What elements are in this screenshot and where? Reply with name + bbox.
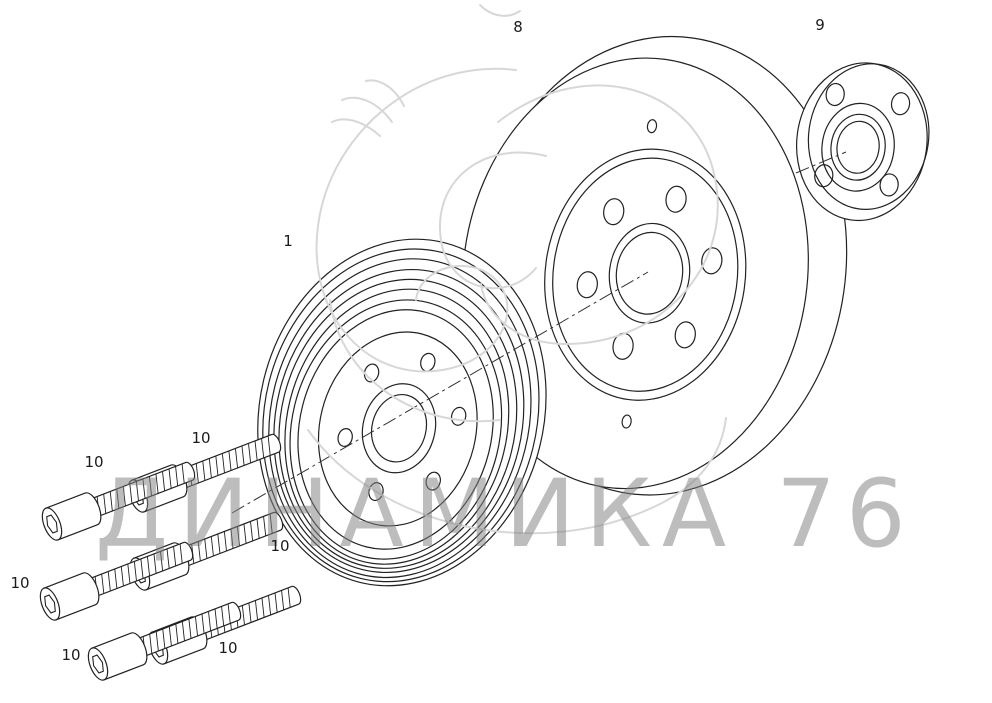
damper-center-bore-chamfer <box>615 231 684 315</box>
damper-part <box>461 35 848 496</box>
bolt <box>125 503 289 594</box>
part-label-bolt: 10 <box>270 537 290 555</box>
pulley-center-bore <box>361 383 437 474</box>
part-label-pulley: 1 <box>283 232 293 250</box>
part-label-bolt: 10 <box>84 453 104 471</box>
pulley-groove-rings <box>262 248 540 583</box>
hub-front-face <box>807 63 930 210</box>
hub-center-bore <box>830 113 886 181</box>
watermark-swirl <box>307 4 727 535</box>
part-label-bolt: 10 <box>61 646 81 664</box>
pulley-face-ring <box>297 309 494 550</box>
damper-recess-chamfer <box>544 148 747 401</box>
pulley-dish <box>317 331 478 527</box>
assembly-centerlines <box>231 151 847 514</box>
hub-center-bore-inner <box>836 120 880 174</box>
hub-part <box>795 62 930 222</box>
pulley-bolt-holes <box>337 352 467 502</box>
part-label-bolt: 10 <box>218 639 238 657</box>
centerline-hub <box>795 151 847 174</box>
centerline-main <box>231 271 649 514</box>
part-label-damper: 8 <box>513 18 523 36</box>
pulley-part <box>257 238 547 587</box>
damper-recess <box>552 157 739 392</box>
part-label-hub: 9 <box>815 16 825 34</box>
damper-face-hole-bottom <box>621 414 632 429</box>
part-label-bolt: 10 <box>10 574 30 592</box>
damper-center-bore <box>608 222 691 324</box>
damper-face-hole-top <box>646 119 658 134</box>
hub-bolt-holes <box>814 82 911 197</box>
hub-center-boss <box>821 102 895 192</box>
pulley-center-bore-inner <box>370 394 428 463</box>
part-label-bolt: 10 <box>191 429 211 447</box>
